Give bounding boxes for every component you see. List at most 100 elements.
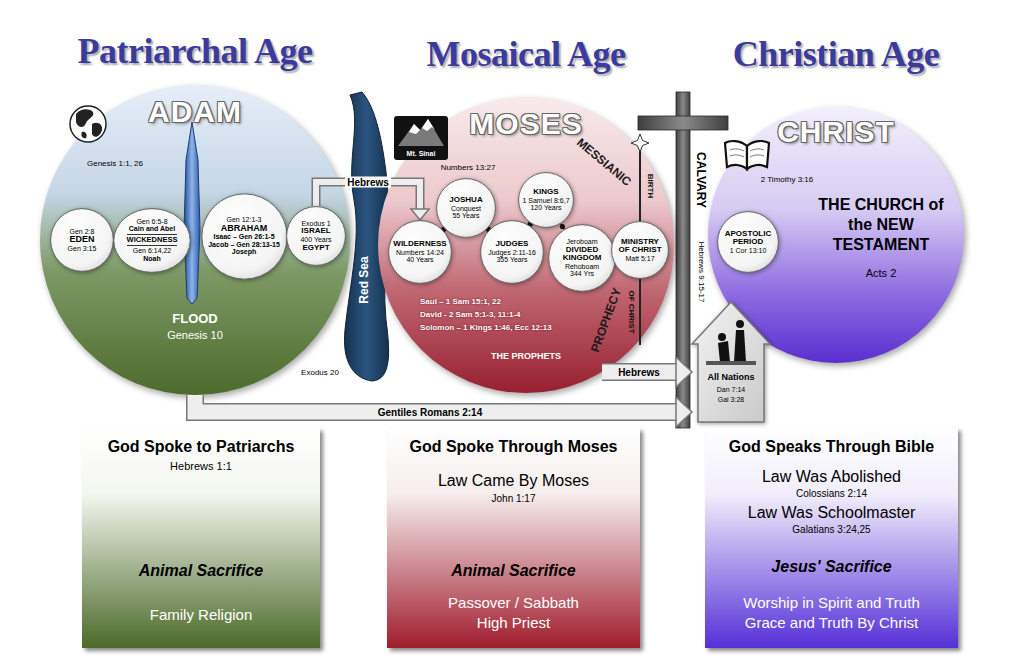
nations-arrow: All NationsDan 7:14Gal 3:28 (692, 300, 770, 422)
node-text: Law Was Schoolmaster (705, 504, 958, 522)
node-text: Jacob – Gen 28:13-15 (208, 241, 280, 249)
node-text: Exodus 1 (300, 220, 331, 228)
text-slot: Colossians 2:14 (705, 488, 958, 499)
node-text: Judges 2:11-16 (488, 249, 536, 257)
label-slot: Hebrews (616, 367, 662, 378)
prophecy-label: OF CHRIST (627, 290, 636, 333)
event-circle: Gen 2:8EDENGen 3:15 (50, 208, 114, 272)
node-text: Saul – 1 Sam 15:1, 22 (420, 297, 620, 306)
age-circle: Patriarchal AgeADAMGenesis 1:1, 26FLOODG… (40, 85, 350, 395)
edge-label: Hebrews (345, 177, 391, 188)
node-text: MOSES (378, 107, 674, 141)
node-text: THE PROPHETS (438, 351, 614, 361)
node-text: God Spoke Through Moses (387, 438, 640, 456)
text-slot: Gal 3:28 (692, 396, 770, 403)
node-text: Genesis 10 (40, 329, 350, 341)
node-text: Grace and Truth By Christ (705, 614, 958, 631)
node-text: 344 Yrs (557, 270, 607, 278)
text-slot: ADAM (40, 95, 350, 129)
node-text: Worship in Spirit and Truth (705, 594, 958, 611)
text-slot: THE PROPHETS (438, 351, 614, 361)
reference-label: Hebrews 9:15-17 (697, 242, 706, 303)
teaching-box: God Speaks Through BibleLaw Was Abolishe… (705, 428, 958, 648)
label-slot: Hebrews 9:15-17 (697, 242, 706, 303)
sea-label: Red Sea (357, 256, 371, 303)
node-text: Solomon – 1 Kings 1:46, Ecc 12:13 (420, 323, 620, 332)
node-text: WICKEDNESS (127, 234, 178, 246)
node-text: Rehoboam (557, 263, 607, 271)
text-slot: Solomon – 1 Kings 1:46, Ecc 12:13 (420, 323, 620, 332)
text-slot: Patriarchal Age (0, 30, 390, 72)
period-circle: WILDERNESSNumbers 14:2440 Years (388, 220, 452, 284)
node-text: God Speaks Through Bible (705, 438, 958, 456)
node-text: DIVIDED KINGDOM (557, 246, 607, 263)
node-text: Joseph (208, 248, 280, 256)
label-slot: Red Sea (357, 256, 371, 303)
text-slot: Animal Sacrifice (387, 562, 640, 580)
node-text-group: WILDERNESSNumbers 14:2440 Years (393, 240, 446, 264)
node-text: JUDGES (488, 240, 536, 249)
text-slot: Galatians 3:24,25 (705, 524, 958, 535)
node-text: Noah (127, 255, 178, 263)
node-text: Colossians 2:14 (705, 488, 958, 499)
text-slot: MOSES (378, 107, 674, 141)
node-text: ADAM (40, 95, 350, 129)
prophecy-label: BIRTH (646, 174, 655, 198)
text-slot: All Nations (692, 372, 770, 382)
node-text: Jesus' Sacrifice (705, 558, 958, 576)
node-text: EDEN (68, 235, 97, 245)
node-text: Law Came By Moses (387, 472, 640, 490)
text-slot: FLOOD (40, 311, 350, 326)
node-text: ISRAEL (300, 227, 331, 236)
cross-bar (638, 116, 728, 130)
node-text: 400 Years (300, 236, 331, 244)
node-text: Genesis 1:1, 26 (70, 159, 160, 168)
node-text: Numbers 14:24 (393, 249, 446, 257)
node-text: Isaac – Gen 26:1-5 (208, 233, 280, 241)
mountain-label: Mt. Sinai (407, 150, 436, 157)
age-circle: Christian AgeCHRIST2 Timothy 3:16THE CHU… (708, 107, 964, 363)
text-slot: Law Came By Moses (387, 472, 640, 490)
node-text: Gen 2:8 (68, 228, 97, 236)
node-text: THE CHURCH of the NEW TESTAMENT (806, 195, 956, 255)
label-slot: OF CHRIST (627, 290, 636, 333)
node-text-group: JOSHUAConquest55 Years (449, 196, 482, 220)
text-slot: Worship in Spirit and Truth (705, 594, 958, 611)
node-text: 1 Cor 13:10 (722, 247, 774, 255)
node-text: David - 2 Sam 5:1-3, 11:1-4 (420, 310, 620, 319)
period-circle: JUDGESJudges 2:11-16355 Years (480, 220, 544, 284)
text-slot: Family Religion (82, 606, 320, 623)
text-slot: Law Was Abolished (705, 468, 958, 486)
edge-label: Hebrews (616, 367, 662, 378)
text-slot: Grace and Truth By Christ (705, 614, 958, 631)
node-text-group: KINGS1 Samuel 8:6,7120 Years (522, 188, 569, 212)
text-slot: CHRIST (708, 115, 964, 149)
event-circle: Gen 12:1-3ABRAHAMIsaac – Gen 26:1-5Jacob… (201, 193, 288, 280)
text-slot: 2 Timothy 3:16 (742, 175, 832, 184)
node-text: 355 Years (488, 256, 536, 264)
node-text: 40 Years (393, 256, 446, 264)
node-text: Galatians 3:24,25 (705, 524, 958, 535)
node-text: Animal Sacrifice (82, 562, 320, 580)
arrow-outline (692, 300, 770, 422)
text-slot: God Speaks Through Bible (705, 438, 958, 456)
text-slot: THE CHURCH of the NEW TESTAMENT (806, 195, 956, 255)
node-text-group: APOSTOLIC PERIOD1 Cor 13:10 (722, 230, 774, 255)
node-text: Law Was Abolished (705, 468, 958, 486)
node-text: Gal 3:28 (692, 396, 770, 403)
node-text: High Priest (387, 614, 640, 631)
text-slot: High Priest (387, 614, 640, 631)
node-text: 1 Samuel 8:6,7 (522, 197, 569, 205)
node-text: Conquest (449, 205, 482, 213)
label-slot: Gentiles Romans 2:14 (376, 407, 484, 418)
label-slot: Hebrews (345, 177, 391, 188)
text-slot: Christian Age (658, 33, 1014, 75)
text-slot: Jesus' Sacrifice (705, 558, 958, 576)
node-text: MINISTRY OF CHRIST (616, 238, 664, 255)
period-circle: JOSHUAConquest55 Years (436, 178, 496, 238)
text-slot: Genesis 1:1, 26 (70, 159, 160, 168)
node-text: Matt 5:17 (616, 255, 664, 263)
node-text: KINGS (522, 188, 569, 197)
label-slot: Exodus 20 (301, 368, 339, 377)
node-text: CHRIST (708, 115, 964, 149)
